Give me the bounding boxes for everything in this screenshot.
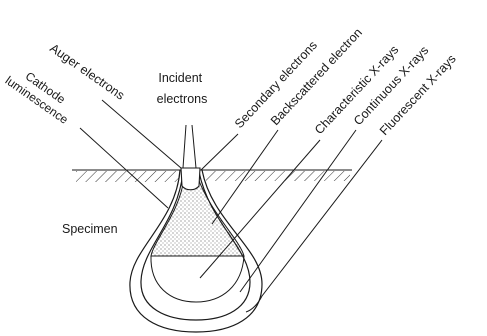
incident-beam-line-right [192,125,196,168]
surface-hatching-right [206,171,350,181]
backscatter-volume [151,178,244,256]
incident-electrons-label: Incident electrons [157,71,208,106]
secondary-electron-neck [181,168,200,190]
cathode-label: Cathode luminescence [3,61,80,127]
incident-label-line2: electrons [157,92,208,106]
continuous-leader-line [240,130,356,292]
specimen-label: Specimen [62,222,118,236]
auger-leader-line [102,100,181,168]
incident-label-line1: Incident [158,71,202,85]
inner-bulb-outline [151,256,244,302]
surface-hatching-left [76,171,180,182]
incident-beam-line-left [183,125,186,168]
interaction-volume [130,168,262,332]
cathode-leader-line [80,128,168,208]
fluorescent-leader-line [246,140,382,312]
secondary-leader-line [201,134,238,170]
